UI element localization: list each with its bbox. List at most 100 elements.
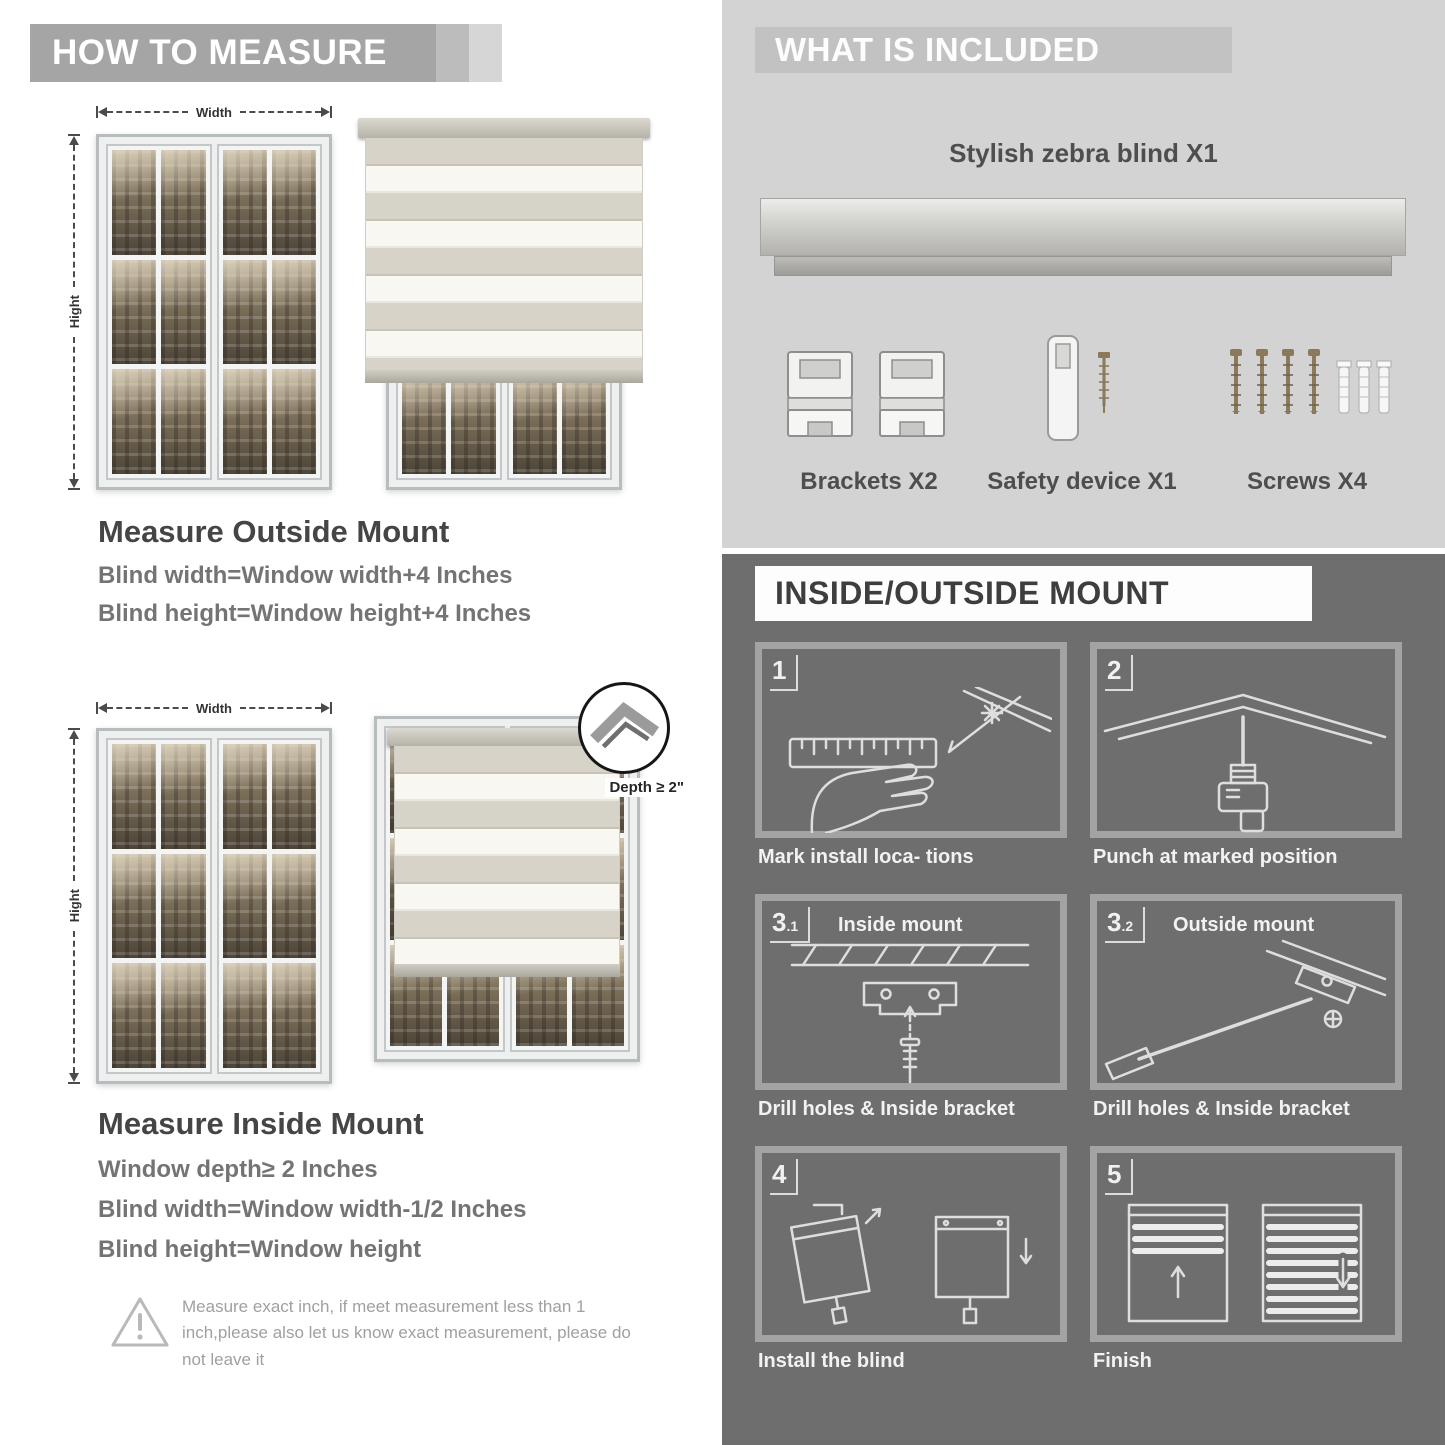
height-label: Hight [66, 295, 82, 329]
how-to-measure-banner: HOW TO MEASURE [30, 24, 502, 82]
inside-bracket-illustration [790, 943, 1030, 1084]
blind-headrail-fascia [774, 256, 1392, 276]
window-pane [161, 150, 206, 255]
arrow-tick [68, 1082, 80, 1084]
step-title: Outside mount [1173, 914, 1315, 936]
arrow-tick [68, 728, 80, 730]
arrow-dash [107, 707, 189, 709]
arrow-tick [96, 106, 98, 118]
blind-bottomrail [365, 370, 643, 383]
blind-headrail [387, 728, 627, 746]
arrow-tick [330, 106, 333, 118]
inside-mount-heading: Measure Inside Mount [98, 1106, 424, 1141]
drill-illustration [1103, 693, 1387, 833]
step-caption-4: Install the blind [758, 1350, 905, 1372]
step-panel-2: 2 [1090, 642, 1402, 838]
window-sash [216, 738, 322, 1074]
mark-location-illustration [788, 687, 1052, 833]
right-section: WHAT IS INCLUDED Stylish zebra blind X1 [722, 0, 1445, 1445]
height-arrow: Hight [66, 728, 82, 1084]
finish-illustration [1127, 1203, 1363, 1323]
arrow-dash [73, 930, 75, 1073]
arrow-head-left [98, 703, 107, 713]
step-number-sub: .1 [786, 918, 799, 934]
step-panel-1: 1 [755, 642, 1067, 838]
window-pane [271, 369, 316, 474]
window-pane [222, 369, 267, 474]
arrow-dash [107, 111, 189, 113]
window-pane [451, 370, 496, 474]
window-pane [222, 744, 267, 849]
window-sash [216, 144, 322, 480]
depth-magnifier-icon [578, 682, 670, 774]
step-caption-5: Finish [1093, 1350, 1152, 1372]
window-pane [161, 853, 206, 959]
window-pane [161, 259, 206, 365]
step-panel-5: 5 [1090, 1146, 1402, 1342]
step-title: Inside mount [838, 914, 963, 936]
window-pane [222, 150, 267, 255]
width-label: Width [196, 104, 232, 120]
window-illustration-outside [96, 134, 332, 490]
arrow-head-right [321, 107, 331, 117]
window-pane [402, 370, 447, 474]
arrow-tick [96, 702, 98, 714]
window-pane [222, 853, 267, 959]
arrow-head-up [69, 730, 79, 739]
height-label: Hight [66, 889, 82, 923]
blind-stripes [365, 138, 643, 370]
arrow-head-left [98, 107, 107, 117]
width-arrow: Width [96, 104, 333, 120]
screws-icon [1230, 349, 1392, 414]
screws-label: Screws X4 [1246, 468, 1368, 495]
arrow-dash [73, 336, 75, 479]
window-pane [271, 744, 316, 849]
window-pane [561, 370, 606, 474]
step-number: 3.2 [1105, 907, 1146, 943]
step-number: 4 [770, 1159, 799, 1195]
step-panel-3-2: 3.2 Outside mount [1090, 894, 1402, 1090]
outside-bracket-illustration [1104, 939, 1387, 1081]
window-pane [271, 150, 316, 255]
window-pane [161, 744, 206, 849]
how-to-measure-section: HOW TO MEASURE Width Hight [0, 0, 722, 1445]
window-pane [271, 259, 316, 365]
window-pane [161, 963, 206, 1068]
step-panel-4: 4 [755, 1146, 1067, 1342]
window-pane [112, 150, 157, 255]
window-pane [112, 259, 157, 365]
outside-width-formula: Blind width=Window width+4 Inches [98, 562, 513, 589]
zebra-blind-outside [358, 118, 650, 383]
step-number-text: 4 [772, 1159, 787, 1189]
step-number: 2 [1105, 655, 1134, 691]
window-pane [271, 963, 316, 1068]
arrow-dash [73, 739, 75, 882]
step-number-text: 2 [1107, 655, 1122, 685]
arrow-tick [68, 134, 80, 136]
warning-triangle-icon [111, 1297, 169, 1347]
blind-headrail-illustration [760, 198, 1406, 256]
arrow-head-up [69, 136, 79, 145]
window-pane [222, 259, 267, 365]
install-blind-illustration [789, 1203, 1033, 1325]
brackets-label: Brackets X2 [800, 468, 938, 495]
arrow-dash [73, 145, 75, 288]
arrow-head-down [69, 1073, 79, 1082]
safety-device-label: Safety device X1 [987, 468, 1177, 495]
what-is-included-section: WHAT IS INCLUDED Stylish zebra blind X1 [722, 0, 1445, 548]
zebra-blind-inside [387, 728, 627, 977]
inside-height-formula: Blind height=Window height [98, 1236, 422, 1263]
outside-mount-blind-figure [358, 118, 650, 490]
blind-headrail [358, 118, 650, 138]
step-caption-2: Punch at marked position [1093, 846, 1338, 868]
window-pane [271, 853, 316, 959]
outside-mount-heading: Measure Outside Mount [98, 514, 450, 549]
step-number-text: 1 [772, 655, 787, 685]
blind-stripes [394, 746, 620, 964]
step-number: 1 [770, 655, 799, 691]
window-sash [106, 738, 212, 1074]
measurement-note: Measure exact inch, if meet measurement … [182, 1297, 631, 1369]
arrow-head-down [69, 479, 79, 488]
inside-width-formula: Blind width=Window width-1/2 Inches [98, 1196, 527, 1223]
